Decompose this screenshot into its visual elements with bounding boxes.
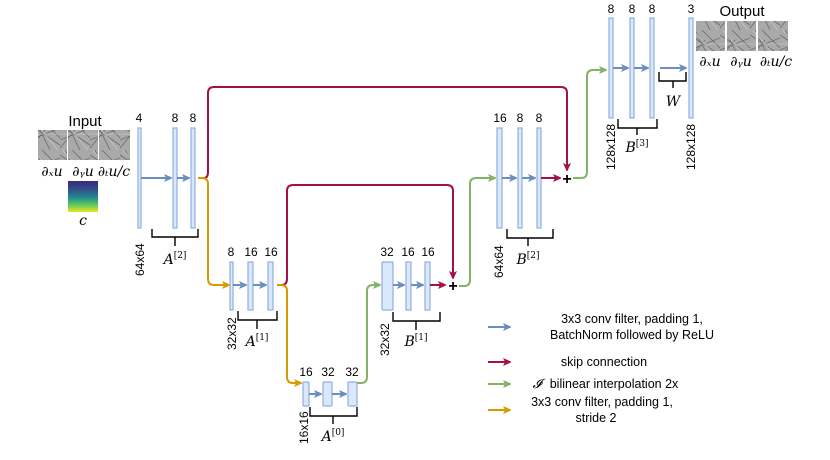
block-b1: 32 16 16 + 32x32 B[1]	[378, 245, 458, 356]
block-b2: 16 8 8 + 64x64 B[2]	[492, 111, 572, 278]
channel-label: 16	[401, 245, 415, 259]
channel-label: 8	[629, 2, 636, 16]
input-image-dt	[99, 130, 130, 160]
feature-map	[190, 127, 196, 229]
input-image-dx	[38, 130, 67, 160]
channel-label: 8	[536, 111, 543, 125]
channel-label: 8	[649, 2, 656, 16]
size-label: 16x16	[297, 411, 311, 444]
stride-arrow-1	[198, 177, 229, 285]
channel-label: 3	[688, 2, 695, 16]
block-b3: 8 8 8 128x128 B[3]	[604, 2, 658, 170]
size-label: 128x128	[684, 124, 698, 170]
feature-map	[172, 127, 178, 229]
channel-label: 16	[264, 245, 278, 259]
channel-label: 8	[190, 111, 197, 125]
input-image-dy	[68, 130, 98, 160]
input-title: Input	[68, 113, 102, 130]
block-a2: 4 8 8 64x64 A[2]	[133, 111, 199, 276]
skip-connection-mid	[277, 184, 453, 286]
block-label: B[1]	[403, 333, 427, 350]
legend-conv-text: 3x3 conv filter, padding 1,	[561, 312, 703, 326]
channel-label: 8	[228, 245, 235, 259]
block-a0: 16 32 32 16x16 A[0]	[297, 365, 359, 445]
size-label: 64x64	[133, 243, 147, 276]
size-label: 128x128	[604, 124, 618, 170]
channel-label: 16	[493, 111, 507, 125]
input-label-c: c	[79, 213, 87, 229]
sum-symbol: +	[562, 171, 571, 188]
skip-connection-top	[198, 86, 567, 179]
size-label: 64x64	[492, 245, 506, 278]
output-image-dt	[758, 21, 788, 51]
size-label: 32x32	[378, 323, 392, 356]
input-image-c	[68, 181, 98, 212]
size-label: 32x32	[225, 317, 239, 350]
output-label-dx: ∂ₓu	[699, 54, 720, 70]
output-image-dx	[696, 21, 725, 51]
channel-label: 16	[244, 245, 258, 259]
channel-label: 4	[136, 111, 143, 125]
block-label: A[2]	[162, 251, 187, 268]
output-title: Output	[719, 3, 765, 20]
legend-interp-text: bilinear interpolation 2x	[550, 377, 679, 391]
input-label-dy: ∂ᵧu	[72, 164, 94, 180]
channel-label: 8	[608, 2, 615, 16]
block-a1: 8 16 16 32x32 A[1]	[225, 245, 278, 350]
block-label: A[1]	[244, 333, 269, 350]
block-label: A[0]	[320, 428, 345, 445]
channel-label: 16	[421, 245, 435, 259]
channel-label: 32	[380, 245, 394, 259]
legend-stride-text: 3x3 conv filter, padding 1,	[531, 395, 673, 409]
block-label: B[3]	[624, 139, 648, 156]
output-label-dt: ∂ₜu/c	[760, 54, 792, 70]
stride-arrow-2	[277, 284, 301, 383]
interp-arrow-3	[573, 70, 606, 179]
legend-stride-text: stride 2	[576, 411, 617, 425]
output-label-dy: ∂ᵧu	[730, 54, 752, 70]
channel-label: 32	[345, 365, 359, 379]
interp-symbol: 𝓘	[533, 377, 546, 392]
input-label-dx: ∂ₓu	[41, 164, 62, 180]
sum-symbol: +	[448, 278, 457, 295]
channel-label: 16	[299, 365, 313, 379]
feature-map	[137, 127, 142, 229]
legend-skip-text: skip connection	[561, 355, 647, 369]
block-label: W	[666, 94, 682, 110]
output-layer: W 3 128x128	[658, 2, 698, 170]
channel-label: 32	[321, 365, 335, 379]
interp-arrow-1	[357, 285, 380, 384]
legend-conv-text: BatchNorm followed by ReLU	[550, 328, 714, 342]
output-image-dy	[727, 21, 756, 51]
input-label-dt: ∂ₜu/c	[98, 164, 130, 180]
legend: 3x3 conv filter, padding 1, BatchNorm fo…	[488, 312, 714, 425]
channel-label: 8	[517, 111, 524, 125]
block-label: B[2]	[515, 251, 539, 268]
interp-arrow-2	[459, 178, 495, 287]
channel-label: 8	[172, 111, 179, 125]
